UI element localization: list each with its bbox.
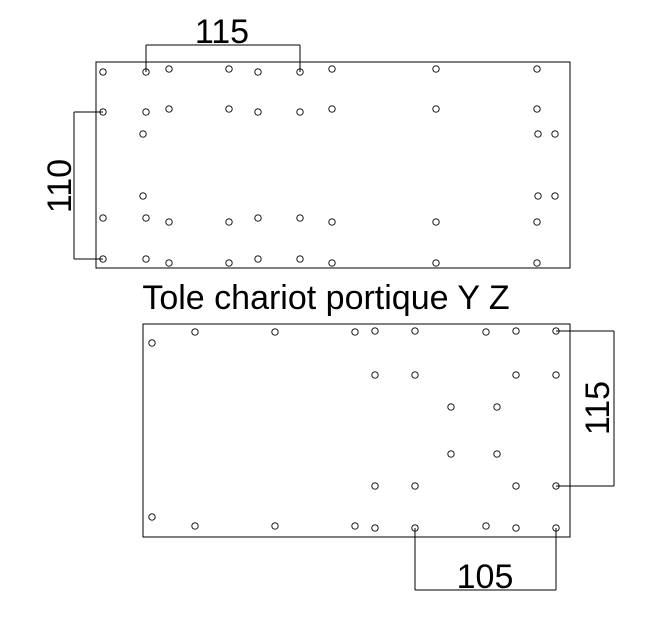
hole [142, 108, 150, 116]
hole [432, 259, 440, 267]
hole [533, 259, 541, 267]
hole [328, 105, 336, 113]
hole [271, 328, 279, 336]
hole [482, 328, 490, 336]
hole [99, 214, 107, 222]
hole [296, 214, 304, 222]
hole [296, 255, 304, 263]
hole [552, 371, 560, 379]
dimension-text-115: 115 [195, 13, 249, 51]
bottom-plate-holes [148, 327, 560, 532]
hole [165, 259, 173, 267]
dimension-text-105: 105 [457, 558, 514, 596]
hole [328, 259, 336, 267]
hole [432, 105, 440, 113]
hole [411, 371, 419, 379]
hole [351, 522, 359, 530]
hole [371, 371, 379, 379]
hole [254, 255, 262, 263]
hole [411, 482, 419, 490]
hole [551, 192, 559, 200]
bottom-plate: 115 105 [142, 323, 617, 596]
hole [328, 218, 336, 226]
hole [351, 328, 359, 336]
bottom-dimension-vertical: 115 [556, 330, 617, 487]
hole [533, 105, 541, 113]
hole [225, 65, 233, 73]
hole [447, 450, 455, 458]
hole [225, 218, 233, 226]
hole [139, 192, 147, 200]
hole [191, 522, 199, 530]
hole [142, 214, 150, 222]
hole [551, 130, 559, 138]
hole [533, 218, 541, 226]
top-plate: 115 110 [41, 13, 571, 269]
hole [99, 68, 107, 76]
hole [328, 65, 336, 73]
hole [165, 105, 173, 113]
hole [512, 482, 520, 490]
hole [534, 130, 542, 138]
hole [254, 214, 262, 222]
hole [533, 65, 541, 73]
hole [371, 524, 379, 532]
dimension-text-115: 115 [579, 381, 617, 435]
hole [191, 328, 199, 336]
bottom-plate-outline [142, 323, 571, 538]
top-dimension-vertical: 110 [41, 111, 103, 260]
hole [371, 327, 379, 335]
top-plate-holes [99, 65, 559, 267]
hole [254, 68, 262, 76]
hole [447, 403, 455, 411]
top-plate-outline [95, 61, 571, 269]
hole [512, 524, 520, 532]
hole [493, 403, 501, 411]
bottom-dimension-horizontal: 105 [414, 528, 557, 596]
hole [534, 192, 542, 200]
dimension-text-110: 110 [41, 159, 79, 213]
hole [225, 259, 233, 267]
hole [493, 450, 501, 458]
hole [512, 327, 520, 335]
hole [432, 65, 440, 73]
hole [165, 65, 173, 73]
hole [148, 513, 156, 521]
hole [142, 255, 150, 263]
hole [411, 327, 419, 335]
hole [225, 105, 233, 113]
hole [254, 108, 262, 116]
hole [296, 108, 304, 116]
hole [139, 130, 147, 138]
hole [432, 218, 440, 226]
hole [512, 371, 520, 379]
hole [482, 522, 490, 530]
drawing-title: Tole chariot portique Y Z [142, 279, 509, 317]
hole [165, 218, 173, 226]
hole [371, 482, 379, 490]
hole [148, 339, 156, 347]
hole [271, 522, 279, 530]
top-dimension-horizontal: 115 [145, 13, 301, 72]
